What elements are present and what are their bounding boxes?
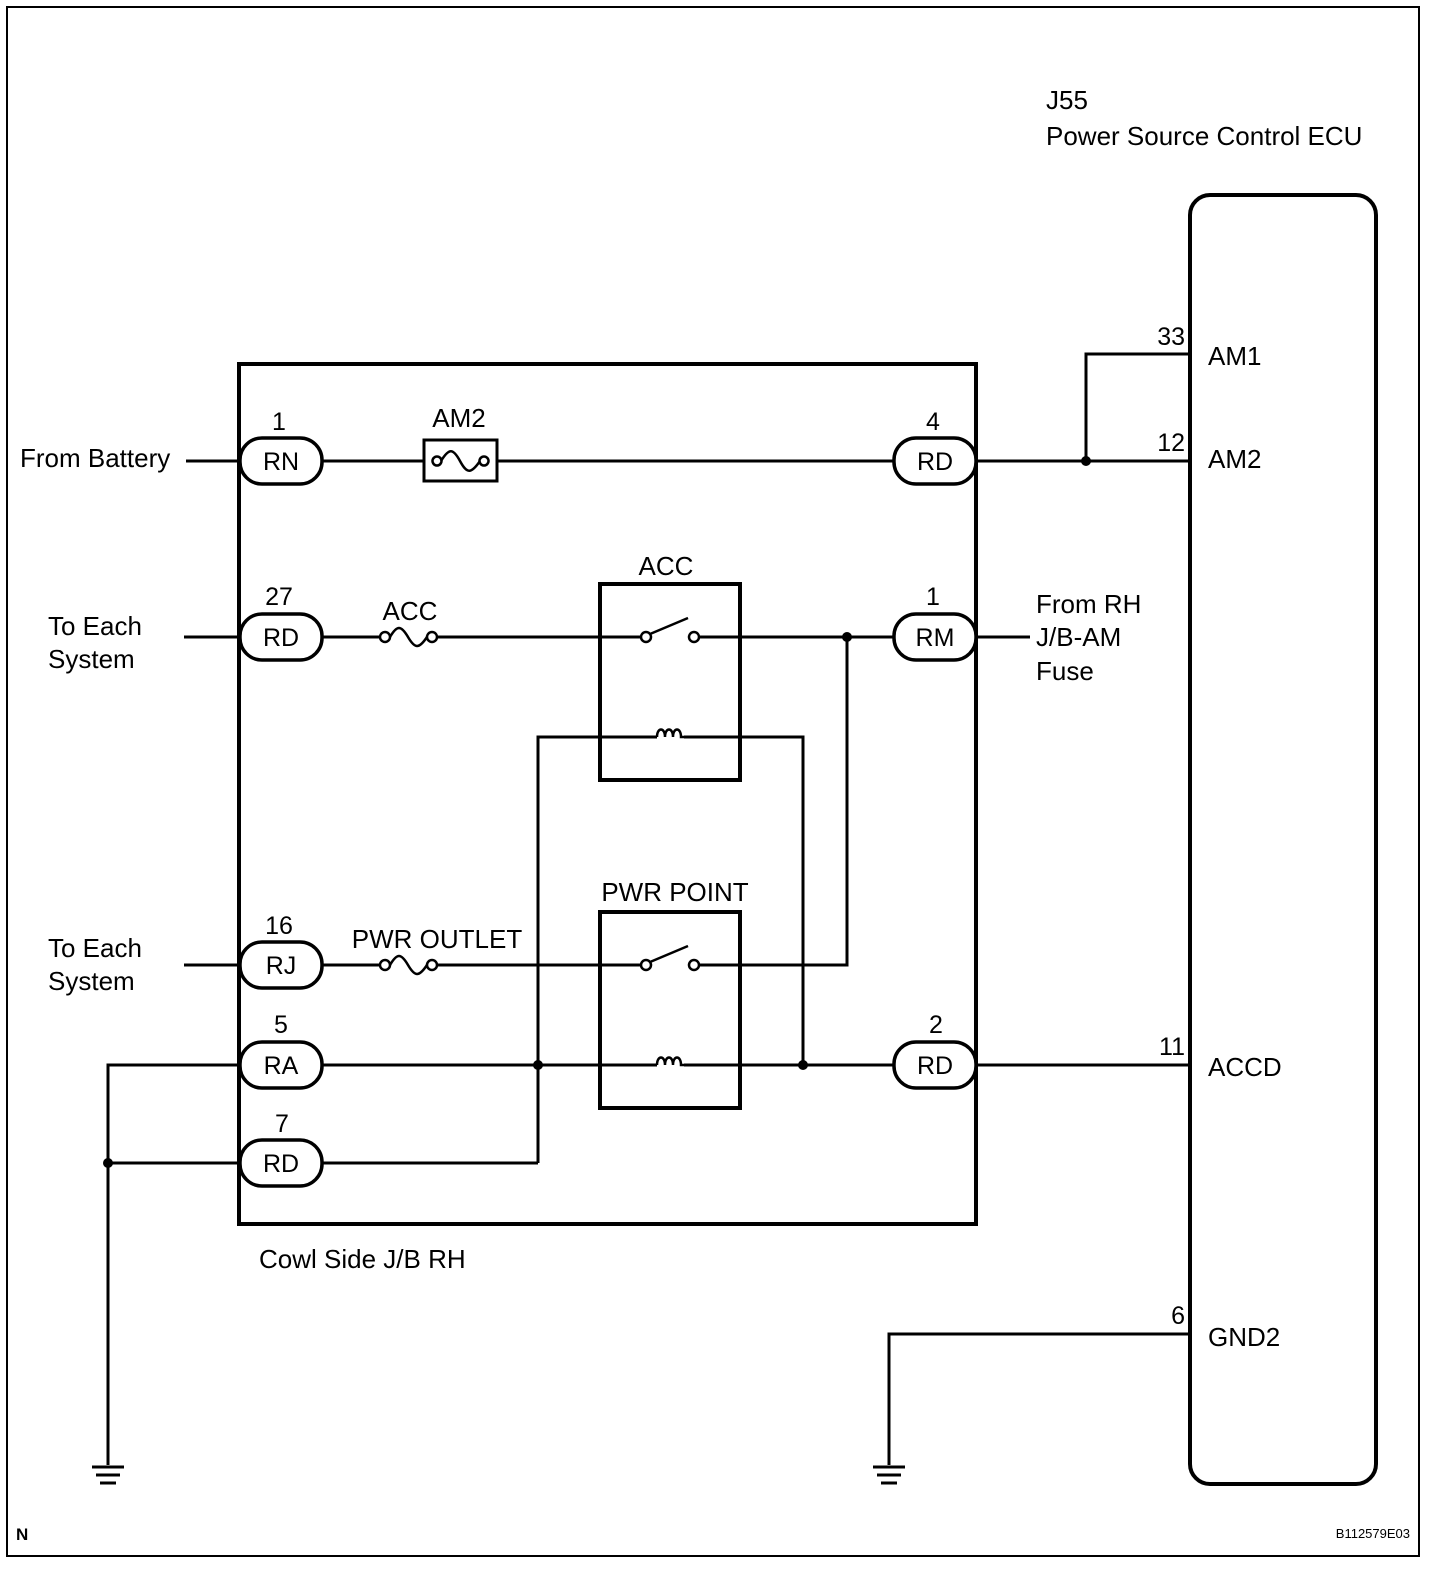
connector-rn-pin: 1 [272, 408, 286, 436]
junction-block [237, 362, 978, 1226]
ecu-pin-am1: 33 [1157, 323, 1185, 351]
ground-icon [873, 1465, 905, 1485]
svg-text:RA: RA [264, 1052, 299, 1080]
relay-acc-coil-icon [655, 728, 684, 739]
relay-pwr-point-switch-icon [639, 944, 701, 972]
svg-text:RD: RD [917, 448, 953, 476]
junction-dot-ground [103, 1158, 113, 1168]
ecu-block [1188, 193, 1378, 1486]
connector-rd-4: RD [892, 436, 978, 486]
label-from-rh-line3: Fuse [1036, 656, 1094, 686]
label-to-each-system-2-line1: To Each [48, 933, 142, 963]
fuse-am2-label: AM2 [432, 403, 485, 433]
ecu-pin-gnd2: 6 [1171, 1302, 1185, 1330]
relay-pwr-point-box [598, 910, 742, 1110]
label-to-each-system-2-line2: System [48, 966, 135, 996]
fuse-acc-icon [378, 626, 439, 648]
junction-dot-ra [533, 1060, 543, 1070]
ecu-id: J55 [1046, 85, 1088, 115]
label-from-rh-line1: From RH [1036, 589, 1141, 619]
ecu-terminal-am1: AM1 [1208, 341, 1261, 371]
fuse-am2-icon [422, 438, 499, 483]
connector-rd-2: RD [892, 1040, 978, 1090]
connector-rd-27-pin: 27 [265, 583, 293, 611]
svg-text:RD: RD [263, 624, 299, 652]
footer-orientation-mark: N [16, 1525, 28, 1544]
relay-acc-box [598, 582, 742, 782]
label-to-each-system-1-line2: System [48, 644, 135, 674]
connector-rm-pin: 1 [926, 583, 940, 611]
junction-dot-rm [842, 632, 852, 642]
junction-block-name: Cowl Side J/B RH [259, 1244, 466, 1274]
svg-text:RN: RN [263, 448, 299, 476]
ecu-pin-am2: 12 [1157, 429, 1185, 457]
fuse-pwr-outlet-label: PWR OUTLET [352, 924, 523, 954]
connector-rd-27: RD [238, 612, 324, 662]
junction-dot-am [1081, 456, 1091, 466]
connector-rd-7: RD [238, 1138, 324, 1188]
connector-rn: RN [238, 436, 324, 486]
relay-pwr-point-label: PWR POINT [601, 877, 748, 907]
junction-dot-rd2 [798, 1060, 808, 1070]
ecu-terminal-gnd2: GND2 [1208, 1322, 1280, 1352]
ecu-terminal-am2: AM2 [1208, 444, 1261, 474]
connector-rj: RJ [238, 940, 324, 990]
svg-text:RD: RD [917, 1052, 953, 1080]
connector-ra: RA [238, 1040, 324, 1090]
relay-acc-switch-icon [639, 616, 701, 644]
fuse-acc-label: ACC [383, 596, 438, 626]
wire-acc-coil-right [684, 735, 805, 1065]
connector-ra-pin: 5 [274, 1011, 288, 1039]
fuse-pwr-outlet-icon [378, 954, 439, 976]
relay-acc-label: ACC [639, 551, 694, 581]
label-from-rh-line2: J/B-AM [1036, 622, 1121, 652]
connector-rm: RM [892, 612, 978, 662]
wire-gnd2 [887, 1332, 1190, 1465]
label-from-battery: From Battery [20, 443, 170, 473]
label-to-each-system-1-line1: To Each [48, 611, 142, 641]
ground-icon [92, 1465, 124, 1485]
svg-text:RJ: RJ [266, 952, 297, 980]
wire-am1-branch [1084, 352, 1190, 461]
wire-rm-to-pwr-point [694, 637, 849, 967]
ecu-terminal-accd: ACCD [1208, 1052, 1282, 1082]
svg-text:RM: RM [916, 624, 955, 652]
diagram-frame [6, 6, 1420, 1557]
wire-acc-coil-left [536, 735, 657, 1163]
ecu-name: Power Source Control ECU [1046, 121, 1362, 151]
connector-rd-7-pin: 7 [275, 1110, 289, 1138]
connector-rd-2-pin: 2 [929, 1011, 943, 1039]
ecu-pin-accd: 11 [1159, 1033, 1185, 1061]
relay-pwr-point-coil-icon [655, 1056, 684, 1067]
footer-figure-code: B112579E03 [1336, 1526, 1410, 1541]
wire-ground-left [106, 1063, 240, 1465]
connector-rj-pin: 16 [265, 912, 293, 940]
svg-text:RD: RD [263, 1150, 299, 1178]
connector-rd-4-pin: 4 [926, 408, 940, 436]
